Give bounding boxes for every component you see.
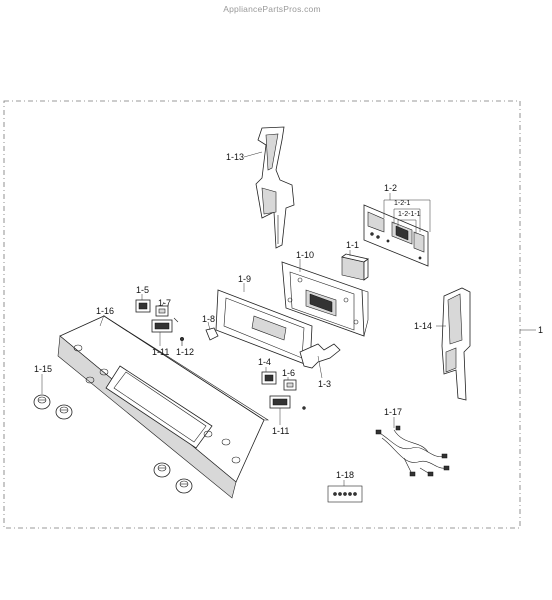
label-1-7: 1-7 <box>158 298 171 308</box>
part-1-11-switch-lower <box>269 395 291 409</box>
part-1-15-knob-a <box>33 394 51 410</box>
label-1-14: 1-14 <box>414 321 432 331</box>
assembly-frame <box>3 100 521 529</box>
label-1-5: 1-5 <box>136 285 149 295</box>
label-1-6: 1-6 <box>282 368 295 378</box>
part-1-11-switch-upper <box>151 317 179 333</box>
part-1-17-wire-harness <box>375 425 450 477</box>
label-1-15: 1-15 <box>34 364 52 374</box>
label-1-9: 1-9 <box>238 274 251 284</box>
part-1-2-pcb-board <box>363 204 429 267</box>
part-1-5-switch <box>135 299 151 313</box>
part-1-6-switch <box>283 379 297 391</box>
part-1-16-control-panel <box>57 315 270 499</box>
part-1-8-clip <box>205 327 219 341</box>
part-1-15-knob-c <box>153 462 171 478</box>
part-1-14-bracket <box>441 287 471 401</box>
label-1-11-lower: 1-11 <box>272 426 289 436</box>
watermark: AppliancePartsPros.com <box>223 4 320 14</box>
label-1-2-1-1: 1-2-1-1 <box>398 211 421 218</box>
label-1-2: 1-2 <box>384 183 397 193</box>
label-1: 1 <box>538 325 543 335</box>
part-1-12-screw <box>179 336 185 346</box>
part-1-18-screw-set <box>327 485 363 503</box>
part-1-1-display-module <box>341 253 369 281</box>
label-1-18: 1-18 <box>336 470 354 480</box>
part-1-15-knob-b <box>55 404 73 420</box>
label-1-16: 1-16 <box>96 306 114 316</box>
part-1-13-bracket <box>255 126 295 249</box>
label-1-12: 1-12 <box>176 347 194 357</box>
part-1-15-knob-d <box>175 478 193 494</box>
label-1-3: 1-3 <box>318 379 331 389</box>
label-1-2-1: 1-2-1 <box>394 200 410 207</box>
label-1-8: 1-8 <box>202 314 215 324</box>
part-1-3-wire <box>299 343 341 369</box>
label-1-13: 1-13 <box>226 152 244 162</box>
part-1-10-housing <box>281 261 369 337</box>
part-1-4-switch <box>261 371 277 385</box>
label-1-17: 1-17 <box>384 407 402 417</box>
label-1-4: 1-4 <box>258 357 271 367</box>
label-1-11-upper: 1-11 <box>152 347 169 357</box>
label-1-10: 1-10 <box>296 250 314 260</box>
label-1-1: 1-1 <box>346 240 359 250</box>
